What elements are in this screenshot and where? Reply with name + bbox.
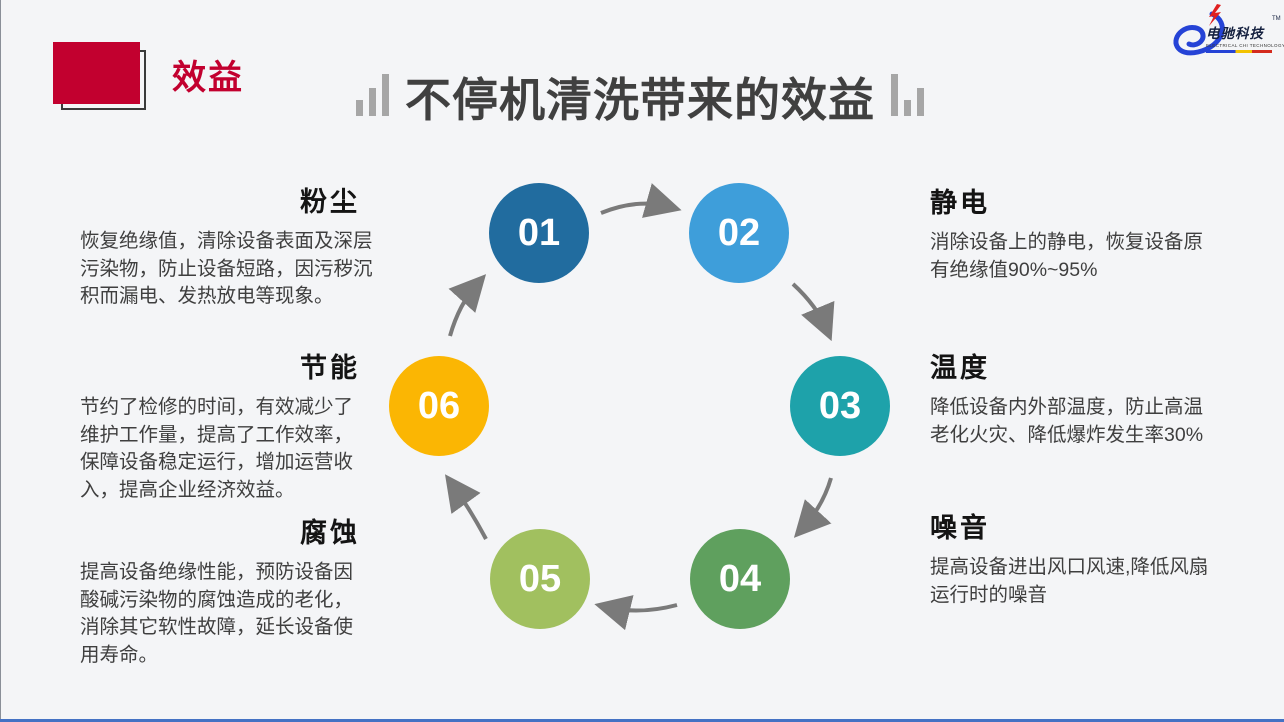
bar-icon [369,88,376,116]
benefit-title: 腐蚀 [300,518,360,548]
benefit-desc: 节约了检修的时间，有效减少了 维护工作量，提高了工作效率， 保障设备稳定运行，增… [80,396,354,501]
arrow-02-03-icon [791,282,835,342]
logo-swoosh-icon [1173,4,1225,56]
arrow-01-02-icon [600,183,682,218]
bar-icon [917,88,924,116]
trademark-symbol: TM [1272,16,1281,22]
cycle-step-05: 05 [490,529,590,629]
bar-icon [904,100,911,116]
cycle-step-02: 02 [689,183,789,283]
title-bars-left-icon [356,74,389,120]
benefit-title: 粉尘 [300,187,360,217]
benefit-title: 节能 [300,353,360,383]
bar-icon [382,74,389,116]
benefit-desc: 提高设备绝缘性能，预防设备因 酸碱污染物的腐蚀造成的老化， 消除其它软性故障，延… [80,561,354,666]
brand-tagline: ELECTRICAL CHI TECHNOLOGY [1206,43,1284,48]
benefit-noise: 噪音 提高设备进出风口风速,降低风扇 运行时的噪音 [930,506,1230,609]
arrow-03-04-icon [793,477,833,538]
benefit-title: 温度 [930,353,990,383]
benefit-energy-saving: 节能 节约了检修的时间，有效减少了 维护工作量，提高了工作效率， 保障设备稳定运… [80,346,382,504]
benefit-dust: 粉尘 恢复绝缘值，清除设备表面及深层 污染物，防止设备短路，因污秽沉 积而漏电、… [80,180,382,311]
title-bars-right-icon [891,74,924,120]
benefit-desc: 恢复绝缘值，清除设备表面及深层 污染物，防止设备短路，因污秽沉 积而漏电、发热放… [80,230,373,307]
logo-text: 电驰科技 ELECTRICAL CHI TECHNOLOGY [1206,22,1284,53]
page-title: 不停机清洗带来的效益 [405,74,875,126]
arrow-04-05-icon [594,595,678,631]
title-row: 不停机清洗带来的效益 [330,66,950,128]
cycle-step-04: 04 [690,529,790,629]
benefit-desc: 消除设备上的静电，恢复设备原 有绝缘值90%~95% [930,231,1204,281]
bar-icon [356,100,363,116]
benefit-static: 静电 消除设备上的静电，恢复设备原 有绝缘值90%~95% [930,181,1230,284]
cycle-step-03: 03 [790,356,890,456]
header-accent-square [53,42,140,104]
benefit-corrosion: 腐蚀 提高设备绝缘性能，预防设备因 酸碱污染物的腐蚀造成的老化， 消除其它软性故… [80,511,382,669]
slide-left-border [0,0,1,722]
bar-icon [891,74,898,116]
slide-bottom-accent-line [0,719,1284,722]
brand-name: 电驰科技 [1206,26,1264,41]
section-label: 效益 [172,59,244,97]
cycle-step-01: 01 [489,183,589,283]
cycle-step-06: 06 [389,356,489,456]
benefit-title: 噪音 [930,513,990,543]
benefit-title: 静电 [930,188,990,218]
company-logo: 电驰科技 ELECTRICAL CHI TECHNOLOGY TM [1168,2,1284,60]
benefit-desc: 提高设备进出风口风速,降低风扇 运行时的噪音 [930,556,1209,606]
logo-underline-icon [1206,50,1272,53]
benefit-temperature: 温度 降低设备内外部温度，防止高温 老化火灾、降低爆炸发生率30% [930,346,1230,449]
arrow-05-06-icon [444,474,488,540]
lightning-bolt-icon [1209,4,1221,26]
benefit-desc: 降低设备内外部温度，防止高温 老化火灾、降低爆炸发生率30% [930,396,1204,446]
arrow-06-01-icon [448,274,487,337]
